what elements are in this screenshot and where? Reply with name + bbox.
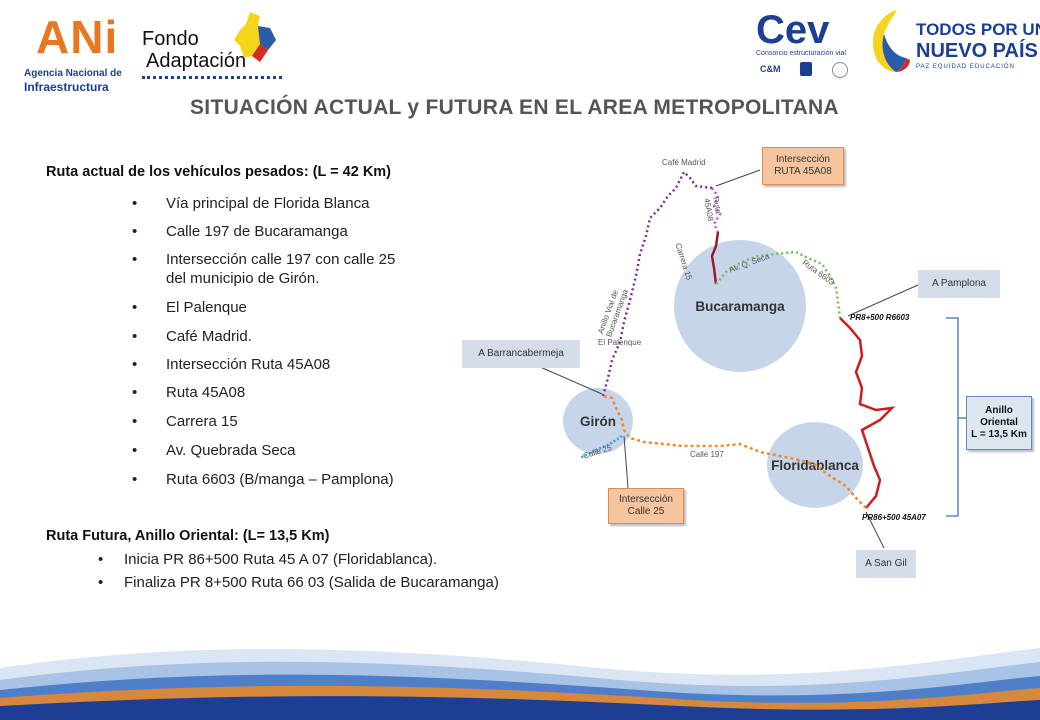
current-route-item: Calle 197 de Bucaramanga [132, 222, 395, 241]
route-anillo-vial [601, 169, 713, 397]
fondo-logo-line-1: Fondo [142, 28, 199, 50]
future-route-item: Finaliza PR 8+500 Ruta 66 03 (Salida de … [96, 573, 499, 592]
ani-logo-subtitle-1: Agencia Nacional de [24, 68, 122, 79]
route-av-q-seca [715, 250, 842, 319]
todos-por-un-nuevo-pais-logo: TODOS POR UN NUEVO PAÍS PAZ EQUIDAD EDUC… [866, 6, 1040, 76]
cev-logo-word: Cev [756, 8, 830, 52]
cev-logo-subtitle: Consorcio estructuración vial [756, 50, 846, 57]
shield-logo-icon [800, 62, 812, 76]
connector-interseccion-ruta [715, 169, 761, 187]
current-route-item-continuation: del municipio de Girón. [166, 270, 320, 287]
box-interseccion-ruta-line-1: Intersección [776, 154, 830, 165]
cev-logo: Cev Consorcio estructuración vial C&M [752, 8, 856, 80]
label-ruta-45a08: Ruta 45A08 [702, 196, 724, 222]
city-bucaramanga: Bucaramanga [674, 240, 806, 372]
connector-pamplona [847, 284, 919, 317]
label-cafe-madrid: Café Madrid [662, 158, 706, 167]
current-route-item: Café Madrid. [132, 327, 395, 346]
fondo-adaptacion-logo: Fondo Adaptación [142, 12, 292, 88]
todos-logo-line-1: TODOS POR UN [916, 20, 1040, 39]
label-pr8: PR8+500 R6603 [850, 313, 910, 322]
box-interseccion-ruta-45a08: Intersección RUTA 45A08 [762, 147, 844, 185]
fondo-logo-line-2: Adaptación [146, 50, 247, 72]
ani-logo: ANi Agencia Nacional de Infraestructura [14, 8, 122, 94]
box-interseccion-calle-line-2: Calle 25 [627, 506, 665, 517]
cm-logo: C&M [760, 64, 781, 74]
future-route-item: Inicia PR 86+500 Ruta 45 A 07 (Floridabl… [96, 550, 499, 569]
box-a-pamplona: A Pamplona [918, 270, 1000, 298]
box-a-san-gil: A San Gil [856, 550, 916, 578]
future-route-heading: Ruta Futura, Anillo Oriental: (L= 13,5 K… [46, 528, 330, 544]
box-anillo-oriental: Anillo Oriental L = 13,5 Km [966, 396, 1032, 450]
todos-logo-line-2: NUEVO PAÍS [916, 40, 1038, 62]
route-anillo-oriental [839, 317, 896, 509]
label-pr86: PR86+500 45A07 [862, 513, 926, 522]
connector-san-gil [865, 511, 885, 549]
box-interseccion-ruta-line-2: RUTA 45A08 [774, 166, 832, 177]
current-route-item: Carrera 15 [132, 412, 395, 431]
box-anillo-line-1: Anillo [985, 405, 1013, 416]
label-el-palenque: El Palenque [598, 338, 642, 347]
label-calle-197: Calle 197 [690, 450, 724, 459]
anillo-bracket [946, 317, 959, 517]
box-interseccion-calle-25: Intersección Calle 25 [608, 488, 684, 524]
box-a-barrancabermeja: A Barrancabermeja [462, 340, 580, 368]
box-anillo-line-2: Oriental [980, 417, 1018, 428]
box-interseccion-calle-line-1: Intersección [619, 494, 673, 505]
current-route-item: Vía principal de Florida Blanca [132, 194, 395, 213]
tricolor-swoosh-icon [872, 10, 910, 72]
future-route-list: Inicia PR 86+500 Ruta 45 A 07 (Floridabl… [96, 550, 499, 592]
current-route-item: Intersección calle 197 con calle 25 [132, 250, 395, 269]
current-route-list: Vía principal de Florida Blanca Calle 19… [132, 194, 395, 489]
route-calle-197 [602, 394, 867, 509]
footer-waves [0, 648, 1040, 720]
box-anillo-line-3: L = 13,5 Km [971, 429, 1027, 440]
todos-logo-line-3: PAZ EQUIDAD EDUCACIÓN [916, 64, 1015, 70]
current-route-item: Ruta 45A08 [132, 383, 395, 402]
page-title: SITUACIÓN ACTUAL y FUTURA EN EL AREA MET… [190, 96, 839, 119]
current-route-item: Intersección Ruta 45A08 [132, 355, 395, 374]
ani-logo-subtitle-2: Infraestructura [24, 80, 109, 94]
current-route-item: El Palenque [132, 298, 395, 317]
connector-interseccion-calle [623, 435, 629, 489]
ani-logo-word: ANi [36, 11, 119, 63]
colombia-map-icon [234, 12, 276, 62]
connector-barrancabermeja [537, 365, 603, 395]
current-route-item: Av. Quebrada Seca [132, 441, 395, 460]
fondo-logo-dots [142, 76, 282, 79]
current-route-heading: Ruta actual de los vehículos pesados: (L… [46, 164, 392, 180]
route-45a08 [711, 187, 722, 233]
secondary-logo-icon [832, 62, 848, 78]
route-carrera-15 [710, 231, 720, 285]
city-giron: Girón [563, 388, 633, 454]
current-route-item: Ruta 6603 (B/manga – Pamplona) [132, 470, 395, 489]
